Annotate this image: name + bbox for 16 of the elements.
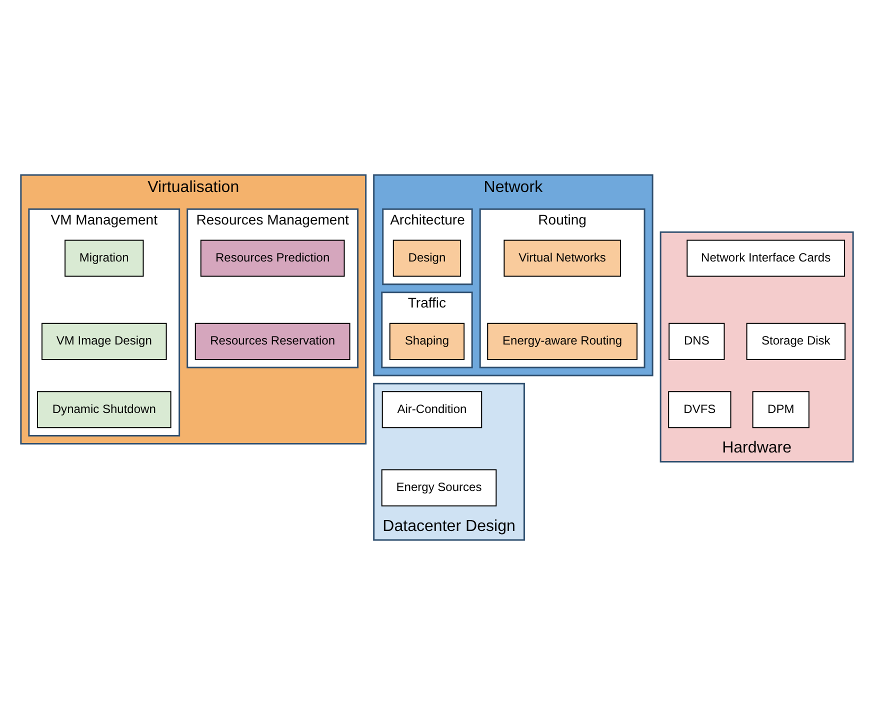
node-box: VM Image Design <box>41 322 167 360</box>
node-box: Storage Disk <box>746 322 846 360</box>
node-box: Energy-aware Routing <box>487 322 638 360</box>
node-box: Resources Prediction <box>200 240 345 277</box>
node-box: Resources Reservation <box>194 322 350 360</box>
node-box: Energy Sources <box>381 469 497 506</box>
node-box: Network Interface Cards <box>686 240 846 277</box>
node-box: Air-Condition <box>382 391 482 428</box>
node-box: Dynamic Shutdown <box>36 391 172 428</box>
node-box: Design <box>392 240 462 277</box>
node-box: Virtual Networks <box>504 240 621 277</box>
node-box: DNS <box>668 322 725 360</box>
node-box: Migration <box>64 240 144 277</box>
node-box: DVFS <box>668 391 732 428</box>
node-box: DPM <box>752 391 810 428</box>
node-box: Shaping <box>389 322 465 360</box>
